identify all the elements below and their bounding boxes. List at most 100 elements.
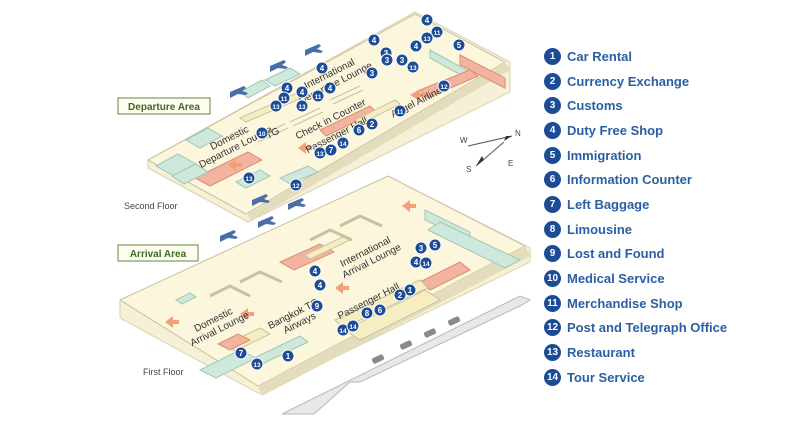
- map-marker: 11: [430, 25, 444, 39]
- marker-number: 4: [285, 84, 290, 93]
- legend-label: Left Baggage: [567, 196, 650, 212]
- marker-circle: [365, 117, 379, 131]
- map-marker: 13: [269, 99, 283, 113]
- marker-number: 9: [315, 302, 320, 311]
- legend-number: 11: [544, 294, 561, 312]
- legend-item-immigration: 5 Immigration: [544, 143, 794, 168]
- legend-label: Lost and Found: [567, 246, 665, 262]
- legend-label: Tour Service: [567, 369, 645, 385]
- marker-number: 2: [370, 120, 375, 129]
- airplane-icons: [220, 216, 276, 242]
- marker-circle: [313, 278, 327, 292]
- shop-block: [171, 163, 209, 185]
- map-marker: 5: [428, 238, 442, 252]
- map-marker: 2: [365, 117, 379, 131]
- map-marker: 12: [289, 178, 303, 192]
- legend-number: 7: [544, 195, 561, 213]
- legend-label: Medical Service: [567, 271, 665, 287]
- marker-number: 3: [370, 69, 375, 78]
- marker-number: 12: [292, 183, 300, 190]
- marker-circle: [409, 39, 423, 53]
- marker-circle: [419, 256, 433, 270]
- marker-circle: [437, 79, 451, 93]
- compass: N E S W: [460, 129, 521, 174]
- marker-number: 4: [414, 42, 419, 51]
- marker-number: 5: [433, 241, 438, 250]
- marker-circle: [452, 38, 466, 52]
- baggage-belts: [209, 214, 383, 298]
- map-marker: 8: [360, 306, 374, 320]
- marker-circle: [250, 357, 264, 371]
- map-marker: 3: [365, 66, 379, 80]
- map-marker: 3: [414, 241, 428, 255]
- map-marker: 6: [373, 303, 387, 317]
- marker-number: 13: [423, 36, 431, 43]
- compass-w: W: [460, 136, 468, 145]
- marker-circle: [420, 13, 434, 27]
- marker-number: 13: [272, 104, 280, 111]
- legend-item-left-baggage: 7 Left Baggage: [544, 192, 794, 217]
- marker-number: 2: [398, 291, 403, 300]
- legend-number: 6: [544, 171, 561, 189]
- legend-number: 14: [544, 368, 561, 386]
- direction-arrows: [228, 89, 426, 171]
- map-marker: 3: [395, 53, 409, 67]
- marker-number: 14: [349, 324, 357, 331]
- map-marker: 11: [311, 89, 325, 103]
- map-marker: 6: [352, 123, 366, 137]
- marker-number: 6: [378, 306, 383, 315]
- airplane-icons: [230, 44, 323, 98]
- shop-block: [216, 333, 252, 351]
- shop-block: [459, 54, 506, 89]
- legend-label: Information Counter: [567, 172, 692, 188]
- map-marker: 14: [419, 256, 433, 270]
- map-marker: 4: [313, 278, 327, 292]
- marker-circle: [393, 288, 407, 302]
- legend-label: Immigration: [567, 147, 642, 163]
- marker-number: 4: [313, 267, 318, 276]
- map-marker: 11: [277, 91, 291, 105]
- legend-item-information-counter: 6 Information Counter: [544, 167, 794, 192]
- marker-number: 4: [320, 64, 325, 73]
- marker-number: 14: [339, 141, 347, 148]
- marker-number: 10: [258, 131, 266, 138]
- map-marker: 14: [336, 136, 350, 150]
- direction-arrows: [165, 200, 416, 328]
- legend-label: Car Rental: [567, 48, 633, 64]
- map-marker: 1: [281, 349, 295, 363]
- compass-e: E: [508, 159, 513, 168]
- legend-number: 5: [544, 146, 561, 164]
- marker-number: 11: [281, 96, 288, 103]
- marker-circle: [360, 306, 374, 320]
- map-marker: 13: [250, 357, 264, 371]
- map-marker: 4: [409, 255, 423, 269]
- map-marker: 4: [315, 61, 329, 75]
- marker-number: 4: [328, 84, 333, 93]
- second-floor-label: Second Floor: [124, 201, 178, 211]
- map-marker: 7: [234, 346, 248, 360]
- marker-circle: [323, 81, 337, 95]
- departure-area-box: Departure Area: [117, 97, 211, 115]
- marker-number: 1: [408, 286, 413, 295]
- marker-circle: [406, 60, 420, 74]
- marker-circle: [395, 53, 409, 67]
- marker-circle: [310, 299, 324, 313]
- legend-number: 3: [544, 97, 561, 115]
- marker-number: 14: [422, 261, 430, 268]
- map-marker: 13: [295, 99, 309, 113]
- legend-item-tour-service: 14 Tour Service: [544, 365, 794, 390]
- marker-circle: [308, 264, 322, 278]
- legend-label: Customs: [567, 98, 623, 114]
- marker-circle: [242, 171, 256, 185]
